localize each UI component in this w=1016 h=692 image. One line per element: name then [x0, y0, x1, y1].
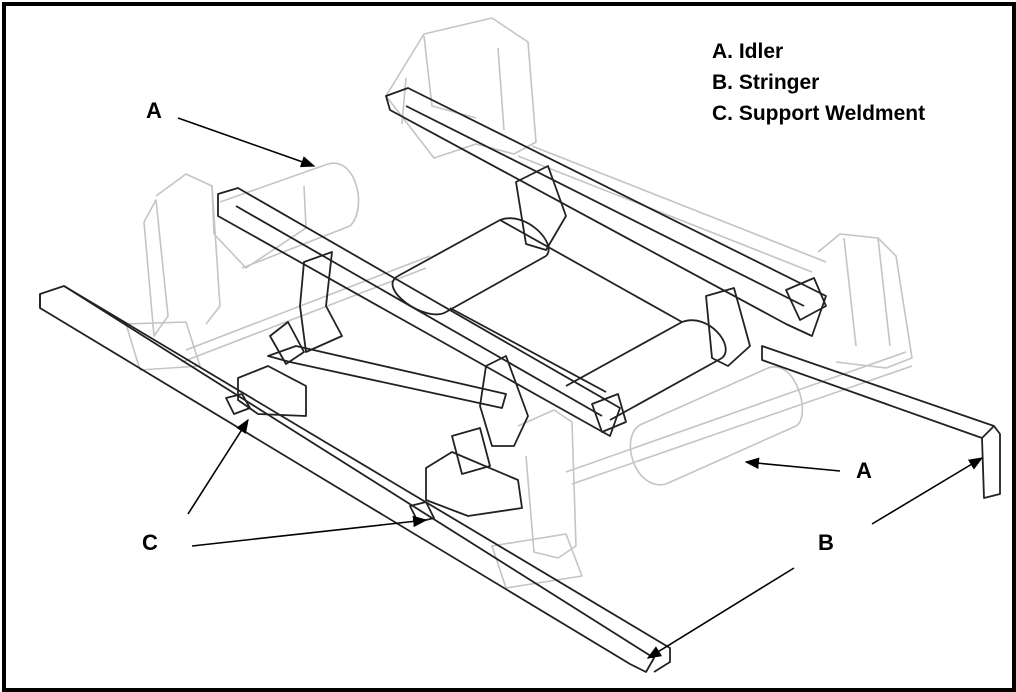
roller-center-mid	[449, 219, 683, 393]
ghost-idler-left-frame	[155, 173, 307, 269]
roller-center-right	[565, 319, 727, 421]
linkage-back-right	[705, 287, 751, 367]
idler-beam-upper-edge	[405, 105, 805, 307]
linkage-right	[479, 355, 529, 447]
leader-c-right	[191, 515, 428, 547]
stringer-back	[761, 345, 1001, 499]
callout-a-right: A	[856, 458, 872, 483]
leader-a-right	[744, 457, 841, 472]
clip-right	[785, 277, 827, 321]
leader-b-lower	[646, 567, 795, 659]
line-parts-group	[39, 87, 1001, 673]
ghost-rail-right	[565, 351, 913, 485]
ghost-roller-upper	[219, 162, 360, 269]
leader-b-right	[871, 457, 984, 525]
ghost-idler-left-upright	[143, 199, 169, 337]
tie-bar	[267, 345, 507, 409]
leader-lines	[177, 117, 984, 659]
leader-a-top	[177, 117, 316, 168]
ghost-idler-front-upright	[517, 409, 577, 559]
callout-c: C	[142, 530, 158, 555]
linkage-right2	[451, 427, 491, 475]
idler-beam-upper	[385, 87, 827, 337]
weldment-left	[237, 365, 307, 417]
clip-lower	[591, 393, 627, 433]
linkage-left	[299, 251, 343, 353]
ghost-rail-upper	[181, 255, 431, 363]
callout-b: B	[818, 530, 834, 555]
weldment-left-notch	[225, 393, 251, 415]
ghost-idler-front-bracket	[491, 533, 583, 589]
ghost-idler-right-frame	[817, 233, 913, 369]
roller-center-left	[391, 217, 550, 316]
ghost-roller-lower	[629, 366, 804, 486]
legend-item-idler: A. Idler	[712, 40, 784, 63]
ghost-idler-back-frame	[385, 17, 537, 159]
legend-item-support-weldment: C. Support Weldment	[712, 102, 926, 125]
weldment-right	[425, 451, 523, 517]
leader-c-left	[187, 418, 249, 515]
stringer-front-flange	[39, 285, 671, 673]
callout-a-top: A	[146, 98, 162, 123]
conveyor-assembly-drawing	[39, 17, 1001, 673]
ghost-idler-back-bracket	[401, 35, 505, 131]
linkage-back	[515, 165, 567, 251]
stringer-back-lip	[981, 425, 995, 439]
ghost-bracket-left	[125, 321, 201, 371]
idler-beam-lower	[217, 187, 621, 437]
ghost-rail-back	[517, 145, 827, 273]
ghost-idler-left-upright2	[205, 185, 221, 325]
legend: A. Idler B. Stringer C. Support Weldment	[712, 36, 925, 129]
legend-item-stringer: B. Stringer	[712, 71, 820, 94]
linkage-left2	[269, 321, 305, 365]
ghost-idler-group	[125, 17, 913, 589]
ghost-idler-right-upright	[843, 237, 891, 347]
